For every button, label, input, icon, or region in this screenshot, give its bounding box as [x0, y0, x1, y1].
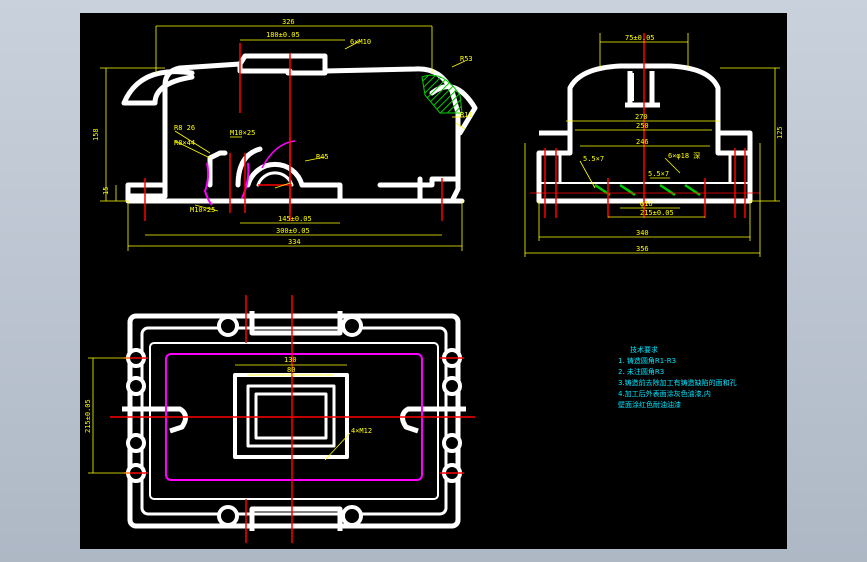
dim-side-top: 75±0.05 — [625, 34, 655, 42]
dim-side-215: 215±0.05 — [640, 209, 674, 217]
callout-left-a: M10×25 — [230, 129, 255, 137]
side-hole-callout: 6×φ18 深 — [668, 151, 700, 160]
dim-side-d16: φ16 — [640, 200, 653, 208]
drawing-canvas: 326 180±0.05 158 15 145±0.05 300±0.05 33… — [84, 18, 784, 543]
dim-side-height: 125 — [776, 126, 784, 139]
bolt-label: M10×25 — [190, 206, 215, 214]
dim-bottom-inner: 300±0.05 — [276, 227, 310, 235]
hatched-rib — [421, 74, 463, 114]
dim-side-356: 356 — [636, 245, 649, 253]
dim-left-height: 158 — [92, 128, 100, 141]
radius-lower-label: R11 — [460, 111, 473, 119]
dim-bottom-overall: 334 — [288, 238, 301, 246]
dim-side-250: 250 — [636, 122, 649, 130]
dim-plan-215: 215±0.05 — [84, 399, 92, 433]
dim-side-270: 270 — [635, 113, 648, 121]
dim-bottom-145: 145±0.05 — [278, 215, 312, 223]
notes-item-4: 4.加工后外表面涂灰色油漆,内 — [618, 390, 711, 398]
drawing-sheet: 326 180±0.05 158 15 145±0.05 300±0.05 33… — [80, 13, 787, 549]
notes-item-5: 壁面涂红色耐油油漆 — [618, 401, 681, 409]
notes-item-1: 1. 铸造圆角R1-R3 — [618, 357, 677, 365]
dim-side-340: 340 — [636, 229, 649, 237]
plan-view: 130 80 215±0.05 4×M12 — [84, 295, 475, 543]
notes-item-3: 3.铸造前去除加工有铸造缺陷的面和孔 — [618, 379, 737, 387]
callout-left-c: R8×44 — [174, 139, 195, 147]
dim-plan-80: 80 — [287, 366, 295, 374]
dim-small-left: 15 — [102, 187, 110, 195]
side-view: 75±0.05 270 250 246 125 φ16 215±0.05 340… — [524, 33, 784, 257]
technical-notes: 技术要求 1. 铸造圆角R1-R3 2. 未注圆角R3 3.铸造前去除加工有铸造… — [618, 345, 778, 411]
dim-side-246: 246 — [636, 138, 649, 146]
plan-thread-label: 4×M12 — [351, 427, 372, 435]
thread-top-label: 6×M10 — [350, 38, 371, 46]
bore-label: R45 — [316, 153, 329, 161]
radius-right-label: R53 — [460, 55, 473, 63]
dim-overall-top: 326 — [282, 18, 295, 26]
front-view: 326 180±0.05 158 15 145±0.05 300±0.05 33… — [92, 18, 478, 251]
dim-plan-130: 130 — [284, 356, 297, 364]
side-mid-callout: 5.5×7 — [648, 170, 669, 178]
dim-top-opening: 180±0.05 — [266, 31, 300, 39]
notes-title: 技术要求 — [630, 346, 658, 354]
notes-item-2: 2. 未注圆角R3 — [618, 368, 665, 376]
side-left-callout: 5.5×7 — [583, 155, 604, 163]
callout-left-b: R8 26 — [174, 124, 195, 132]
